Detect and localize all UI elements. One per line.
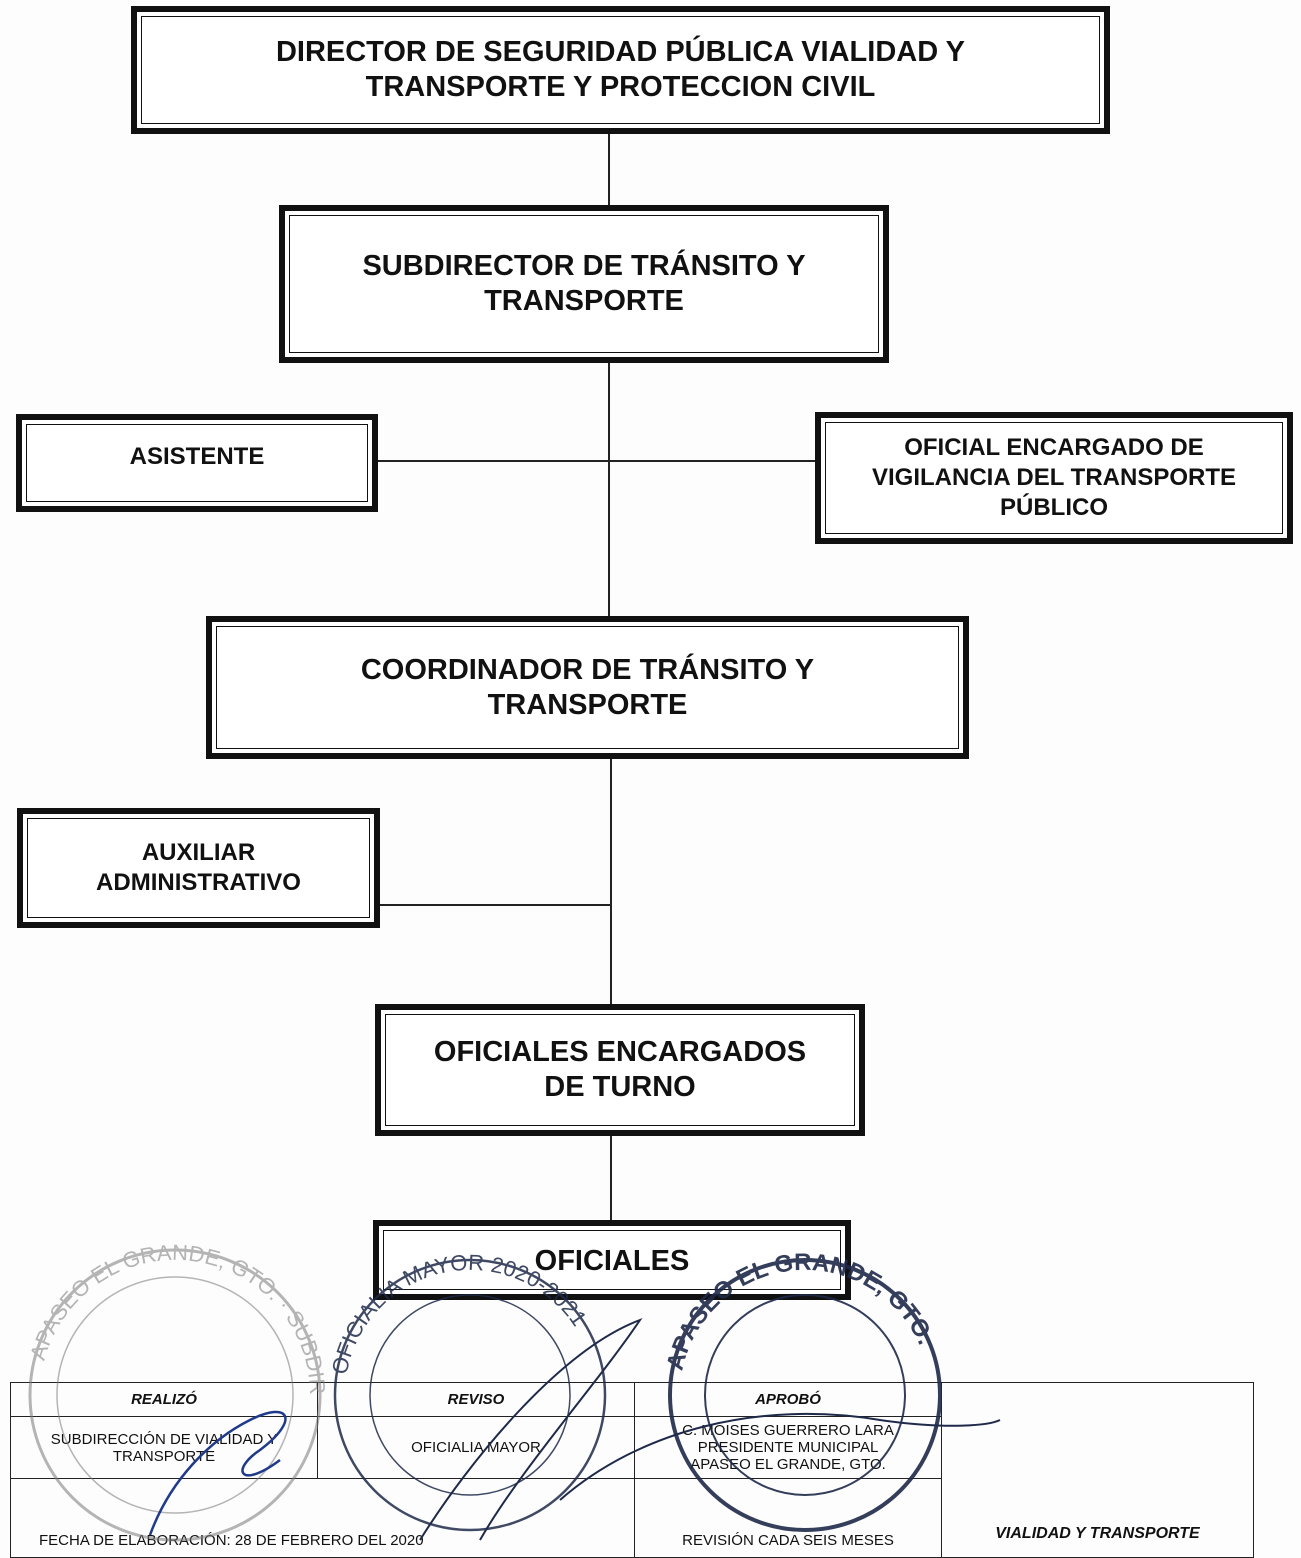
area-cell: VIALIDAD Y TRANSPORTE [941, 1382, 1254, 1558]
asistente-label: ASISTENTE [129, 443, 265, 470]
oficiales-turno-label: OFICIALES ENCARGADOS DE TURNO [433, 1036, 807, 1103]
connector-coordinador-oficiales-turno [610, 758, 612, 1006]
approval-table: REALIZÓ REVISO APROBÓ VIALIDAD Y TRANSPO… [10, 1382, 1254, 1558]
auxiliar-label: AUXILIAR ADMINISTRATIVO [96, 839, 301, 896]
coordinador-box: COORDINADOR DE TRÁNSITO Y TRANSPORTE [206, 616, 969, 759]
oficiales-turno-box: OFICIALES ENCARGADOS DE TURNO [375, 1004, 865, 1136]
oficiales-box: OFICIALES [373, 1220, 851, 1300]
reviso-value: OFICIALIA MAYOR [317, 1416, 635, 1479]
aprobo-header: APROBÓ [634, 1382, 942, 1417]
oficiales-label: OFICIALES [534, 1245, 690, 1277]
director-box: DIRECTOR DE SEGURIDAD PÚBLICA VIALIDAD Y… [131, 6, 1110, 134]
aprobo-value: C. MOISES GUERRERO LARA PRESIDENTE MUNIC… [634, 1416, 942, 1479]
subdirector-box: SUBDIRECTOR DE TRÁNSITO Y TRANSPORTE [279, 205, 889, 363]
connector-director-subdirector [608, 132, 610, 206]
realizo-value: SUBDIRECCIÓN DE VIALIDAD Y TRANSPORTE [10, 1416, 318, 1479]
reviso-header: REVISO [317, 1382, 635, 1417]
subdirector-label: SUBDIRECTOR DE TRÁNSITO Y TRANSPORTE [362, 250, 806, 317]
connector-subdirector-coordinador [608, 362, 610, 618]
realizo-header: REALIZÓ [10, 1382, 318, 1417]
auxiliar-box: AUXILIAR ADMINISTRATIVO [17, 808, 380, 928]
connector-turno-oficiales [610, 1134, 612, 1224]
asistente-box: ASISTENTE [16, 414, 378, 512]
oficial-vigilancia-box: OFICIAL ENCARGADO DE VIGILANCIA DEL TRAN… [815, 412, 1293, 544]
connector-auxiliar [378, 904, 611, 906]
connector-asistente-oficial [376, 460, 818, 462]
director-label: DIRECTOR DE SEGURIDAD PÚBLICA VIALIDAD Y… [275, 36, 966, 103]
revision-periodo: REVISIÓN CADA SEIS MESES [634, 1478, 942, 1558]
fecha-elaboracion: FECHA DE ELABORACIÓN: 28 DE FEBRERO DEL … [10, 1478, 635, 1558]
oficial-vigilancia-label: OFICIAL ENCARGADO DE VIGILANCIA DEL TRAN… [871, 434, 1237, 521]
coordinador-label: COORDINADOR DE TRÁNSITO Y TRANSPORTE [360, 653, 815, 721]
